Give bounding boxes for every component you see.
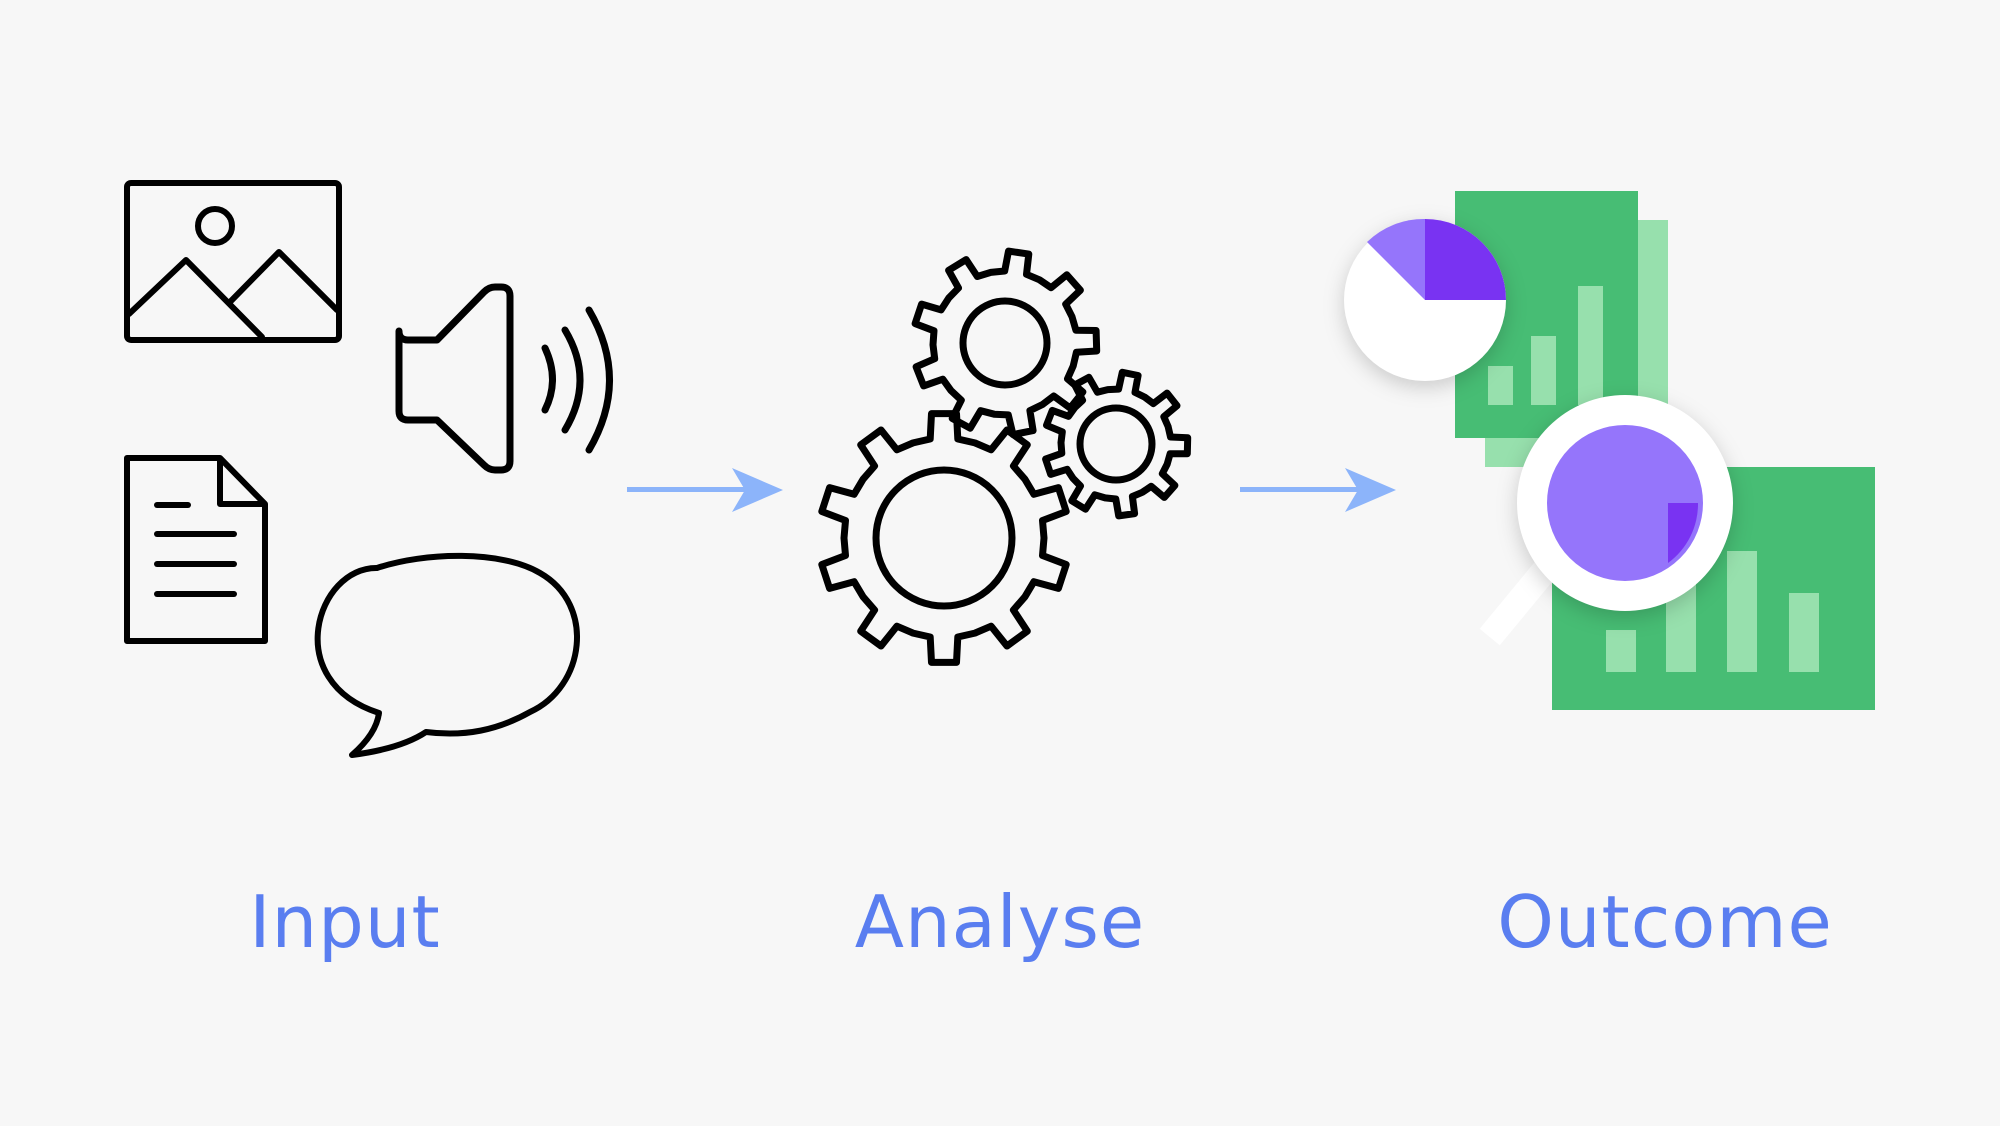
gear-outline <box>818 410 1070 666</box>
magnifier-icon <box>1479 395 1733 646</box>
gear-outline <box>1042 368 1192 520</box>
stage-label-analyse: Analyse <box>854 880 1146 964</box>
pie-chart-icon <box>1344 218 1506 381</box>
gear-hole <box>872 466 1016 610</box>
gear-hole <box>959 297 1051 389</box>
image-icon <box>124 180 342 343</box>
gears-icon <box>818 247 1192 666</box>
arrow-icon <box>627 468 783 512</box>
document-icon <box>124 455 268 644</box>
arrow-icon <box>1240 468 1396 512</box>
stage-label-input: Input <box>249 880 441 964</box>
speech-bubble-icon <box>314 552 580 758</box>
large-gear <box>818 410 1070 666</box>
small-gear <box>1042 368 1192 520</box>
speaker-icon <box>395 283 613 474</box>
medium-gear <box>911 247 1101 439</box>
gear-hole <box>1076 404 1156 484</box>
stage-label-outcome: Outcome <box>1497 880 1833 964</box>
gear-outline <box>911 247 1101 439</box>
